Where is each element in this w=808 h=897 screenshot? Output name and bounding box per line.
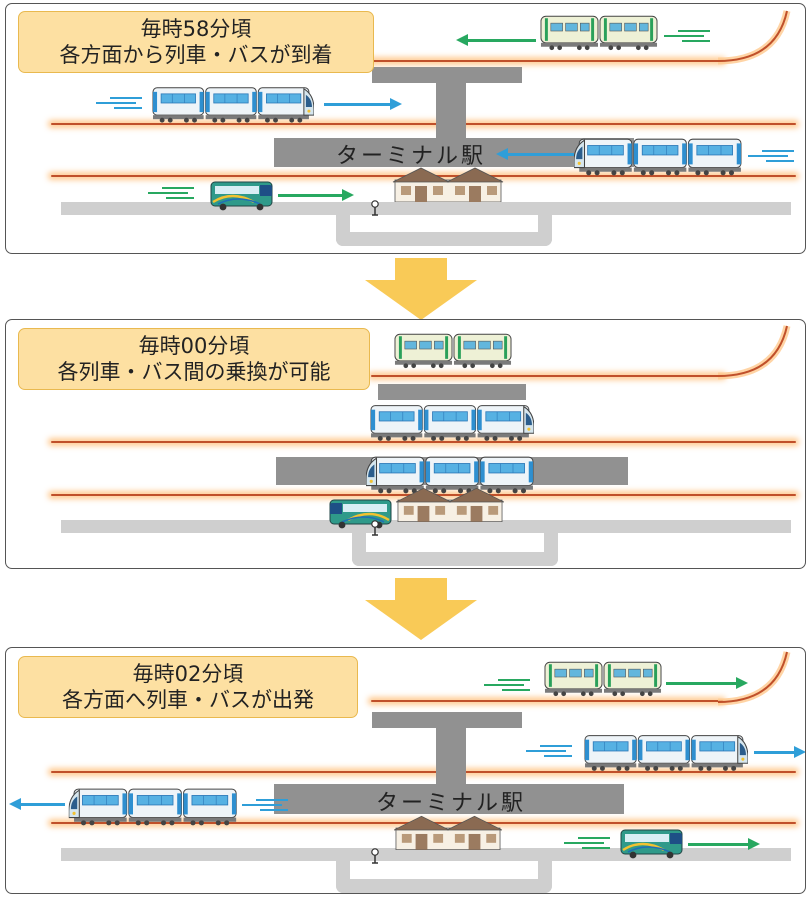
- platform: [436, 728, 466, 784]
- station-building-icon: [394, 815, 502, 850]
- road: [352, 532, 558, 566]
- caption: 毎時58分頃 各方面から列車・バスが到着: [18, 11, 374, 73]
- platform: [378, 384, 526, 400]
- arrow-right-icon: [754, 745, 805, 759]
- arrow-left-icon: [496, 147, 574, 161]
- green-train-icon: [544, 658, 662, 698]
- bus-icon: [620, 828, 684, 860]
- speed-lines-icon: [242, 798, 288, 812]
- blue-train-icon: [574, 136, 742, 176]
- track: [371, 375, 723, 377]
- curved-track: [717, 10, 791, 65]
- panel-transfer: 毎時00分頃 各列車・バス間の乗換が可能: [5, 319, 806, 569]
- track: [51, 441, 796, 443]
- caption: 毎時02分頃 各方面へ列車・バスが出発: [18, 656, 358, 718]
- platform: [372, 67, 522, 83]
- bus-stop-icon: [371, 200, 379, 216]
- caption: 毎時00分頃 各列車・バス間の乗換が可能: [18, 328, 370, 390]
- arrow-right-icon: [688, 837, 760, 851]
- blue-train-icon: [68, 786, 238, 826]
- caption-text: 各方面へ列車・バスが出発: [62, 688, 314, 712]
- arrow-right-icon: [324, 97, 402, 111]
- panel-departure: ターミナル駅 毎時02分頃 各方面へ列車・バスが出発: [5, 647, 806, 894]
- green-train-icon: [394, 330, 512, 370]
- station-name: ターミナル駅: [375, 791, 526, 816]
- caption-time: 毎時00分頃: [138, 334, 250, 358]
- arrow-left-icon: [9, 797, 65, 811]
- station-building-icon: [396, 487, 504, 522]
- speed-lines-icon: [564, 836, 610, 850]
- curved-track: [717, 651, 791, 706]
- station-name: ターミナル駅: [335, 144, 486, 169]
- track: [371, 60, 723, 62]
- speed-lines-icon: [748, 149, 794, 163]
- platform: [274, 784, 624, 814]
- speed-lines-icon: [484, 678, 530, 692]
- arrow-left-icon: [456, 33, 536, 47]
- bus-icon: [210, 180, 274, 212]
- blue-train-icon: [370, 402, 534, 442]
- panel-arrival: ターミナル駅 毎時58分頃 各方面から列車・バスが到着: [5, 3, 806, 254]
- road: [61, 848, 791, 861]
- road: [61, 520, 791, 533]
- track: [51, 123, 796, 125]
- green-train-icon: [540, 12, 658, 52]
- bus-stop-icon: [371, 520, 379, 536]
- caption-time: 毎時02分頃: [132, 662, 244, 686]
- arrow-right-icon: [278, 188, 354, 202]
- arrow-right-icon: [666, 676, 748, 690]
- track: [51, 771, 796, 773]
- platform: [372, 712, 522, 728]
- caption-text: 各列車・バス間の乗換が可能: [57, 360, 331, 384]
- platform: [436, 83, 466, 138]
- station-building-icon: [392, 167, 504, 202]
- speed-lines-icon: [526, 744, 572, 758]
- bus-stop-icon: [371, 848, 379, 864]
- speed-lines-icon: [664, 29, 710, 43]
- down-arrow-icon: [365, 578, 477, 640]
- caption-time: 毎時58分頃: [140, 17, 252, 41]
- blue-train-icon: [152, 84, 314, 124]
- down-arrow-icon: [365, 258, 477, 320]
- blue-train-icon: [584, 732, 748, 772]
- caption-text: 各方面から列車・バスが到着: [59, 43, 333, 67]
- track: [371, 700, 723, 702]
- bus-icon: [328, 498, 392, 530]
- road: [336, 212, 552, 246]
- curved-track: [717, 325, 791, 380]
- speed-lines-icon: [96, 96, 142, 110]
- road: [336, 858, 552, 893]
- speed-lines-icon: [148, 186, 194, 200]
